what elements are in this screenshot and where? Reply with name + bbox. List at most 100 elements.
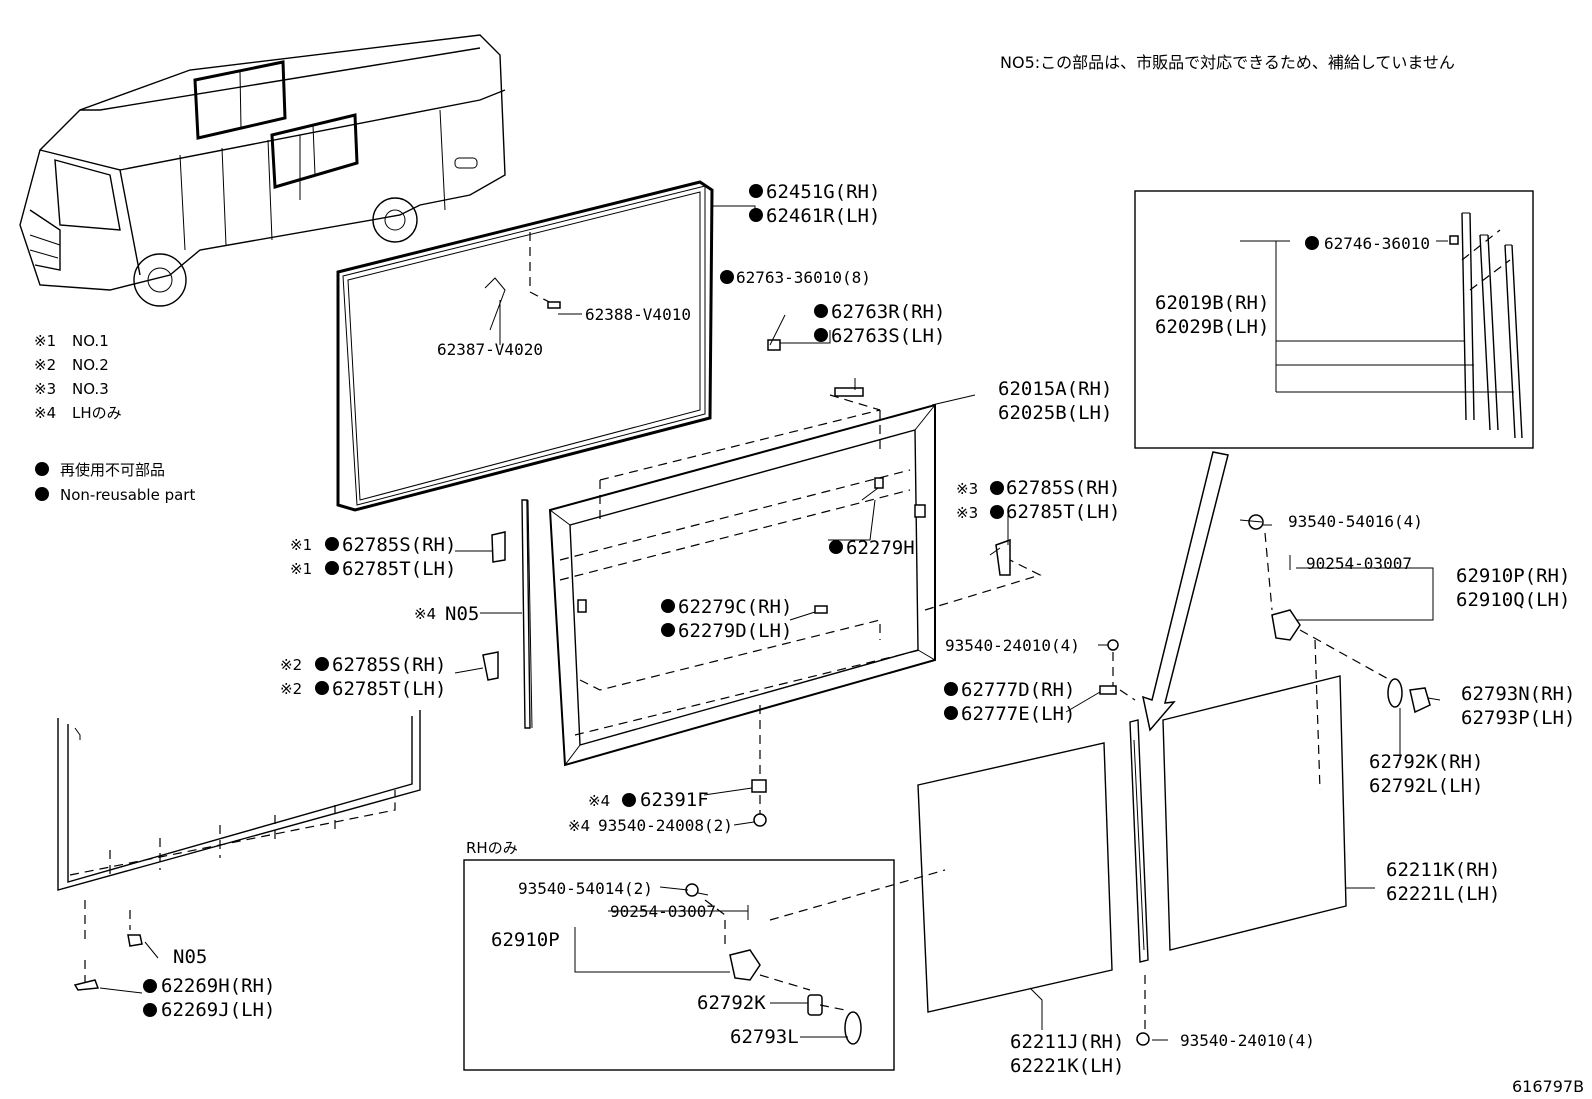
label-62785s-2: 62785S(RH) bbox=[332, 654, 446, 676]
label-62269j: 62269J(LH) bbox=[161, 999, 275, 1021]
lower-rail-part bbox=[57, 710, 421, 991]
label-62279h: 62279H bbox=[846, 537, 915, 559]
label-62785t-3: 62785T(LH) bbox=[1006, 501, 1120, 523]
label-62279c: 62279C(RH) bbox=[678, 596, 792, 618]
label-93540-24008: 93540-24008(2) bbox=[598, 816, 733, 835]
label-62211j: 62211J(RH) bbox=[1010, 1031, 1124, 1053]
label-62015a: 62015A(RH) bbox=[998, 378, 1112, 400]
nonreusable-dot-icon bbox=[944, 706, 958, 720]
label-62785t-1: 62785T(LH) bbox=[342, 558, 456, 580]
nonreusable-dot-icon bbox=[749, 208, 763, 222]
label-62221l: 62221L(LH) bbox=[1386, 883, 1500, 905]
nonreusable-dot-icon bbox=[661, 599, 675, 613]
nonreusable-dot-icon bbox=[1305, 236, 1319, 250]
label-62391f: 62391F bbox=[640, 789, 709, 811]
weatherstrip-part bbox=[336, 180, 714, 512]
callout-arrow bbox=[1141, 451, 1229, 732]
label-93540-54014: 93540-54014(2) bbox=[518, 879, 653, 898]
mark-2a: ※2 bbox=[280, 656, 302, 674]
label-62793n: 62793N(RH) bbox=[1461, 683, 1575, 705]
mark-4-93540: ※4 bbox=[568, 817, 590, 835]
label-62221k: 62221K(LH) bbox=[1010, 1055, 1124, 1077]
label-62785t-2: 62785T(LH) bbox=[332, 678, 446, 700]
label-62019b: 62019B(RH) bbox=[1155, 292, 1269, 314]
nonreusable-dot-icon bbox=[622, 793, 636, 807]
inset-glass-run bbox=[1134, 190, 1534, 449]
nonreusable-dot-icon bbox=[749, 184, 763, 198]
nonreusable-dot-icon bbox=[720, 270, 734, 284]
diagram-id: 616797B bbox=[1512, 1077, 1584, 1096]
label-62763r: 62763R(RH) bbox=[831, 301, 945, 323]
label-62793p: 62793P(LH) bbox=[1461, 707, 1575, 729]
nonreusable-dot-icon bbox=[325, 561, 339, 575]
label-62763s: 62763S(LH) bbox=[831, 325, 945, 347]
mark-2b: ※2 bbox=[280, 680, 302, 698]
label-62785s-1: 62785S(RH) bbox=[342, 534, 456, 556]
leader-lines bbox=[99, 205, 1448, 1041]
bus-illustration bbox=[19, 34, 506, 307]
label-93540-24010-b: 93540-24010(4) bbox=[1180, 1031, 1315, 1050]
legend-nonreusable-ja: 再使用不可部品 bbox=[60, 461, 165, 479]
label-62279d: 62279D(LH) bbox=[678, 620, 792, 642]
nonreusable-dot-icon bbox=[325, 537, 339, 551]
label-n05-top: N05 bbox=[445, 603, 479, 625]
inset-rh-only: RHのみ bbox=[463, 839, 895, 1071]
legend-text-2: NO.2 bbox=[72, 356, 109, 374]
nonreusable-dot-icon bbox=[814, 304, 828, 318]
label-62746: 62746-36010 bbox=[1324, 234, 1430, 253]
nonreusable-dot-icon bbox=[814, 328, 828, 342]
label-62211k-b: 62211K(RH) bbox=[1386, 859, 1500, 881]
legend-text-4: LHのみ bbox=[72, 404, 122, 422]
legend-mark-4: ※4 bbox=[34, 404, 56, 422]
clip-62763 bbox=[767, 339, 781, 351]
label-62025b: 62025B(LH) bbox=[998, 402, 1112, 424]
latch-assembly-right bbox=[1248, 514, 1431, 714]
label-62269h: 62269H(RH) bbox=[161, 975, 275, 997]
legend-text-1: NO.1 bbox=[72, 332, 109, 350]
nonreusable-dot-icon bbox=[944, 682, 958, 696]
label-62387: 62387-V4020 bbox=[437, 340, 543, 359]
label-62793l-a: 62793L bbox=[730, 1026, 799, 1048]
label-62451g: 62451G(RH) bbox=[766, 181, 880, 203]
label-62763-36010: 62763-36010(8) bbox=[736, 268, 871, 287]
label-62792k-a: 62792K bbox=[697, 992, 766, 1014]
mark-3a: ※3 bbox=[956, 480, 978, 498]
inset-rh-title: RHのみ bbox=[466, 839, 518, 857]
window-frame-part bbox=[548, 394, 1042, 767]
label-62029b: 62029B(LH) bbox=[1155, 316, 1269, 338]
nonreusable-dot-icon bbox=[35, 462, 49, 476]
mark-4-n05: ※4 bbox=[414, 605, 436, 623]
label-62785s-3: 62785S(RH) bbox=[1006, 477, 1120, 499]
label-90254-03007-b: 90254-03007 bbox=[1306, 554, 1412, 573]
label-62910p-a: 62910P bbox=[491, 929, 560, 951]
legend-mark-2: ※2 bbox=[34, 356, 56, 374]
legend-nonreusable-en: Non-reusable part bbox=[60, 486, 195, 504]
availability-note: NO5:この部品は、市販品で対応できるため、補給していません bbox=[1000, 53, 1455, 72]
nonreusable-dot-icon bbox=[315, 657, 329, 671]
label-93540-24010-a: 93540-24010(4) bbox=[945, 636, 1080, 655]
label-62777d: 62777D(RH) bbox=[961, 679, 1075, 701]
label-62910p-b: 62910P(RH) bbox=[1456, 565, 1570, 587]
legend-mark-1: ※1 bbox=[34, 332, 56, 350]
label-62777e: 62777E(LH) bbox=[961, 703, 1075, 725]
mark-1a: ※1 bbox=[290, 536, 312, 554]
nonreusable-dot-icon bbox=[829, 540, 843, 554]
sliding-glass-panels bbox=[769, 639, 1347, 1046]
legend-text-3: NO.3 bbox=[72, 380, 109, 398]
mark-1b: ※1 bbox=[290, 560, 312, 578]
nonreusable-dot-icon bbox=[143, 979, 157, 993]
nonreusable-dot-icon bbox=[143, 1003, 157, 1017]
nonreusable-dot-icon bbox=[990, 505, 1004, 519]
mark-3b: ※3 bbox=[956, 504, 978, 522]
legend-mark-3: ※3 bbox=[34, 380, 56, 398]
nonreusable-dot-icon bbox=[990, 481, 1004, 495]
label-62388: 62388-V4010 bbox=[585, 305, 691, 324]
part-labels: 62451G(RH) 62461R(LH) 62763-36010(8) 627… bbox=[161, 181, 1575, 1077]
legend: ※1 NO.1 ※2 NO.2 ※3 NO.3 ※4 LHのみ 再使用不可部品 … bbox=[34, 332, 195, 504]
label-62461r: 62461R(LH) bbox=[766, 205, 880, 227]
mark-4-62391f: ※4 bbox=[588, 792, 610, 810]
label-62910q: 62910Q(LH) bbox=[1456, 589, 1570, 611]
nonreusable-dot-icon bbox=[315, 681, 329, 695]
nonreusable-dot-icon bbox=[35, 487, 49, 501]
